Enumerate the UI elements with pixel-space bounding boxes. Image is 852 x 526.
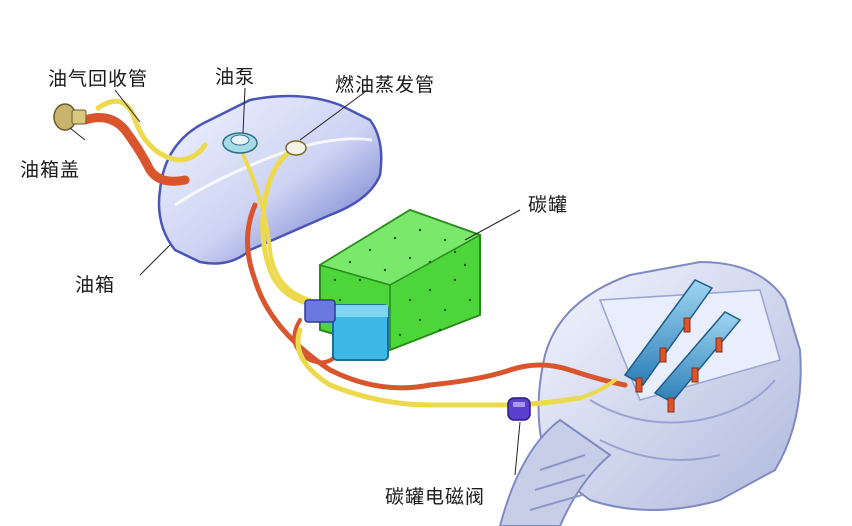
label-fuel-vapor-pipe: 燃油蒸发管 xyxy=(335,74,436,96)
label-fuel-cap: 油箱盖 xyxy=(20,159,81,181)
fuel-cap xyxy=(53,103,87,131)
vapor-fitting xyxy=(285,140,307,156)
solenoid-valve xyxy=(507,397,531,421)
label-vapor-return-pipe: 油气回收管 xyxy=(48,68,149,90)
engine xyxy=(498,260,802,526)
fuel-pump xyxy=(222,132,258,154)
label-fuel-pump: 油泵 xyxy=(215,66,256,88)
canister-valve xyxy=(304,299,389,361)
label-carbon-canister: 碳罐 xyxy=(528,194,569,216)
fuel-rail xyxy=(623,279,742,413)
yellow-pipes xyxy=(95,98,617,408)
leader-lines xyxy=(69,87,521,476)
label-fuel-tank: 油箱 xyxy=(75,274,116,296)
label-canister-solenoid-valve: 碳罐电磁阀 xyxy=(385,486,486,508)
